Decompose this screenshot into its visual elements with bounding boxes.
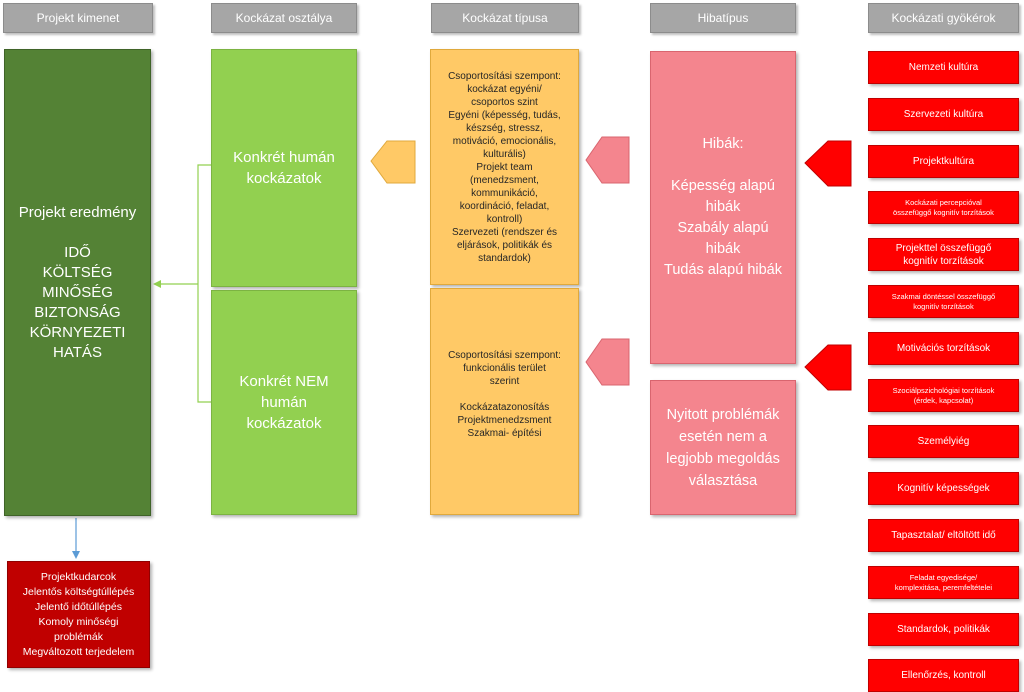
risk-root-item: Motivációs torzítások xyxy=(868,332,1019,365)
errors-box: Hibák: Képesség alapú hibák Szabály alap… xyxy=(650,51,796,364)
risk-root-item: Szervezeti kultúra xyxy=(868,98,1019,131)
risk-root-item: Kockázati percepcióval összefüggő kognit… xyxy=(868,191,1019,224)
risk-root-item: Ellenőrzés, kontroll xyxy=(868,659,1019,692)
header-risk-class: Kockázat osztálya xyxy=(211,3,357,33)
project-outcome-box: Projekt eredmény IDŐ KÖLTSÉG MINŐSÉG BIZ… xyxy=(4,49,151,516)
header-risk-roots: Kockázati gyökérok xyxy=(868,3,1019,33)
human-risk-type-box: Csoportosítási szempont: kockázat egyéni… xyxy=(430,49,579,285)
arrow-roots-to-errors-upper xyxy=(804,140,852,187)
risk-root-item: Tapasztalat/ eltöltött idő xyxy=(868,519,1019,552)
open-problems-box: Nyitott problémák esetén nem a legjobb m… xyxy=(650,380,796,515)
header-project-outcome: Projekt kimenet xyxy=(3,3,153,33)
project-result-box: Projektkudarcok Jelentős költségtúllépés… xyxy=(7,561,150,668)
connector-bracket xyxy=(197,164,211,403)
header-error-type: Hibatípus xyxy=(650,3,796,33)
risk-root-item: Projekttel összefüggő kognitív torzításo… xyxy=(868,238,1019,271)
connector-arrowhead-outcome xyxy=(153,280,161,288)
risk-root-item: Szociálpszichológiai torzítások (érdek, … xyxy=(868,379,1019,412)
risk-root-item: Kognitív képességek xyxy=(868,472,1019,505)
human-risks-box: Konkrét humán kockázatok xyxy=(211,49,357,287)
arrow-errors-to-human-type xyxy=(585,136,630,184)
arrow-open-problems-to-nonhuman-type xyxy=(585,338,630,386)
header-risk-type: Kockázat típusa xyxy=(431,3,579,33)
risk-root-item: Projektkultúra xyxy=(868,145,1019,178)
non-human-risks-box: Konkrét NEM humán kockázatok xyxy=(211,290,357,515)
arrow-risk-type-to-class xyxy=(370,140,416,184)
risk-root-item: Szakmai döntéssel összefüggő kognitív to… xyxy=(868,285,1019,318)
arrow-roots-to-errors-lower xyxy=(804,344,852,391)
risk-root-item: Nemzeti kultúra xyxy=(868,51,1019,84)
risk-root-item: Személyiég xyxy=(868,425,1019,458)
connector-arrowhead-result xyxy=(72,551,80,559)
diagram-connectors xyxy=(72,136,852,559)
risk-root-item: Feladat egyedisége/ komplexitása, peremf… xyxy=(868,566,1019,599)
non-human-risk-type-box: Csoportosítási szempont: funkcionális te… xyxy=(430,288,579,515)
risk-root-item: Standardok, politikák xyxy=(868,613,1019,646)
